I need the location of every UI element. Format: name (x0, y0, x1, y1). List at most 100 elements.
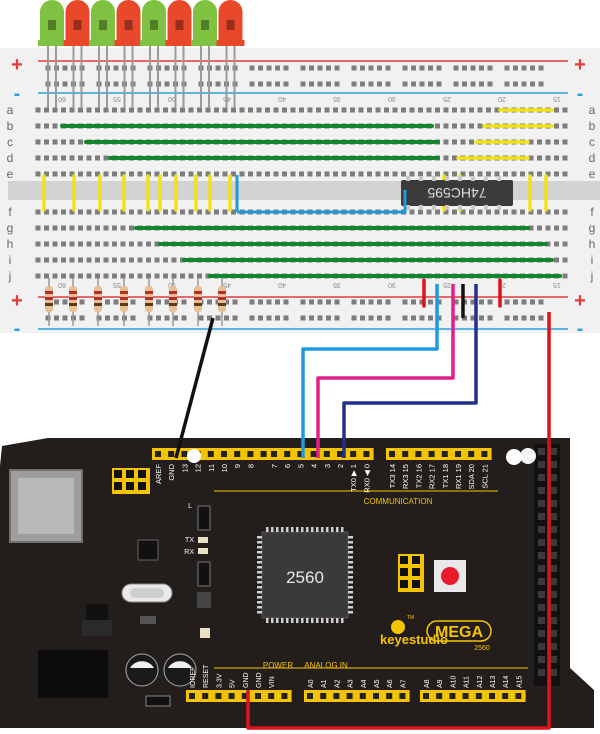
header-pin (281, 693, 288, 699)
pin-label: 8 (246, 464, 255, 468)
rail-hole (275, 299, 280, 305)
breadboard-hole (239, 107, 245, 113)
rail-hole (428, 315, 433, 321)
mcu-pin (348, 601, 353, 604)
rail-hole (385, 81, 391, 87)
chip-pin (432, 176, 436, 181)
breadboard-hole (375, 171, 381, 177)
row-letter: a (7, 103, 14, 117)
pin-label: AREF (154, 464, 163, 484)
breadboard-hole (452, 209, 457, 215)
resistor (94, 278, 102, 326)
breadboard-hole (137, 257, 143, 263)
breadboard-hole (214, 209, 219, 215)
header-pin (538, 578, 545, 585)
rail-hole (79, 299, 85, 305)
breadboard-hole (129, 209, 134, 215)
row-letter: d (589, 151, 596, 165)
breadboard-hole (562, 171, 568, 177)
header-pin (247, 451, 254, 457)
analog-header-1 (304, 690, 410, 702)
breadboard-hole (146, 107, 151, 113)
header-pin (538, 448, 545, 455)
header-pin (502, 693, 509, 699)
row-letter: j (590, 269, 594, 283)
mount-hole-right (520, 448, 536, 464)
rail-hole (351, 81, 357, 87)
rail-hole (453, 65, 459, 71)
rail-hole (453, 299, 459, 305)
resistor-band (169, 303, 177, 306)
breadboard-hole (554, 139, 559, 145)
breadboard-hole (537, 139, 542, 145)
breadboard-hole (120, 209, 126, 215)
resistor-band (218, 303, 226, 306)
rail-hole (326, 299, 331, 305)
breadboard-hole (460, 107, 466, 113)
rail-hole (487, 315, 493, 321)
breadboard-hole (537, 209, 542, 215)
breadboard-hole (477, 171, 483, 177)
pin-label: A15 (516, 675, 523, 688)
rail-hole (62, 315, 68, 321)
breadboard-hole (180, 107, 185, 113)
power-header-frame (186, 690, 292, 702)
pin-label: VIN (269, 676, 276, 688)
breadboard-hole (120, 225, 126, 231)
column-number: 55 (113, 281, 121, 288)
breadboard-hole (137, 209, 143, 215)
pin-label: A14 (503, 675, 510, 688)
breadboard-hole (171, 273, 177, 279)
mount-hole-top-right (506, 449, 522, 465)
column-number: 40 (278, 281, 286, 288)
breadboard-hole (528, 139, 534, 145)
rail-hole (419, 315, 425, 321)
breadboard-hole (384, 107, 389, 113)
chip-pin (419, 205, 423, 210)
resistor-band (120, 303, 128, 306)
breadboard-hole (120, 107, 126, 113)
rail-hole (513, 65, 518, 71)
rail-hole (436, 299, 442, 305)
header-pin (323, 451, 330, 457)
breadboard-hole (562, 107, 568, 113)
breadboard-hole (44, 273, 49, 279)
rail-hole (436, 315, 442, 321)
breadboard-hole (95, 257, 100, 263)
resistor-band (194, 303, 202, 306)
breadboard-hole (299, 107, 304, 113)
mcu-pin (348, 546, 353, 549)
header-pin (538, 565, 545, 572)
pin-label: A12 (477, 675, 484, 688)
pin-label: TX2 16 (414, 464, 423, 488)
rail-hole (530, 65, 535, 71)
rail-hole (436, 81, 442, 87)
pin-label: A13 (490, 675, 497, 688)
breadboard-hole (154, 171, 160, 177)
chip-pin (471, 205, 475, 210)
rail-hole (96, 315, 102, 321)
mcu-pin (257, 556, 262, 559)
breadboard-hole (562, 241, 568, 247)
pwm-header (268, 448, 374, 460)
breadboard-hole (52, 257, 58, 263)
wire-gnd-black (174, 317, 215, 459)
pin-label: 3 (323, 464, 332, 468)
breadboard-hole (103, 257, 109, 263)
rail-hole (309, 81, 314, 87)
breadboard-hole (44, 241, 49, 247)
icsp-pin (400, 556, 408, 564)
column-number: 25 (443, 95, 451, 102)
pin-label: 12 (194, 464, 203, 472)
rail-hole (326, 81, 331, 87)
pin-label: RX3 15 (401, 464, 410, 489)
breadboard-hole (86, 225, 92, 231)
pin-label: A5 (374, 679, 381, 688)
reset-button[interactable] (441, 567, 459, 585)
breadboard-hole (44, 225, 49, 231)
resistor-pack-1 (197, 505, 211, 531)
chip-pin (471, 176, 475, 181)
rail-hole (113, 315, 119, 321)
breadboard-hole (86, 209, 92, 215)
pin-label: 7 (270, 464, 279, 468)
